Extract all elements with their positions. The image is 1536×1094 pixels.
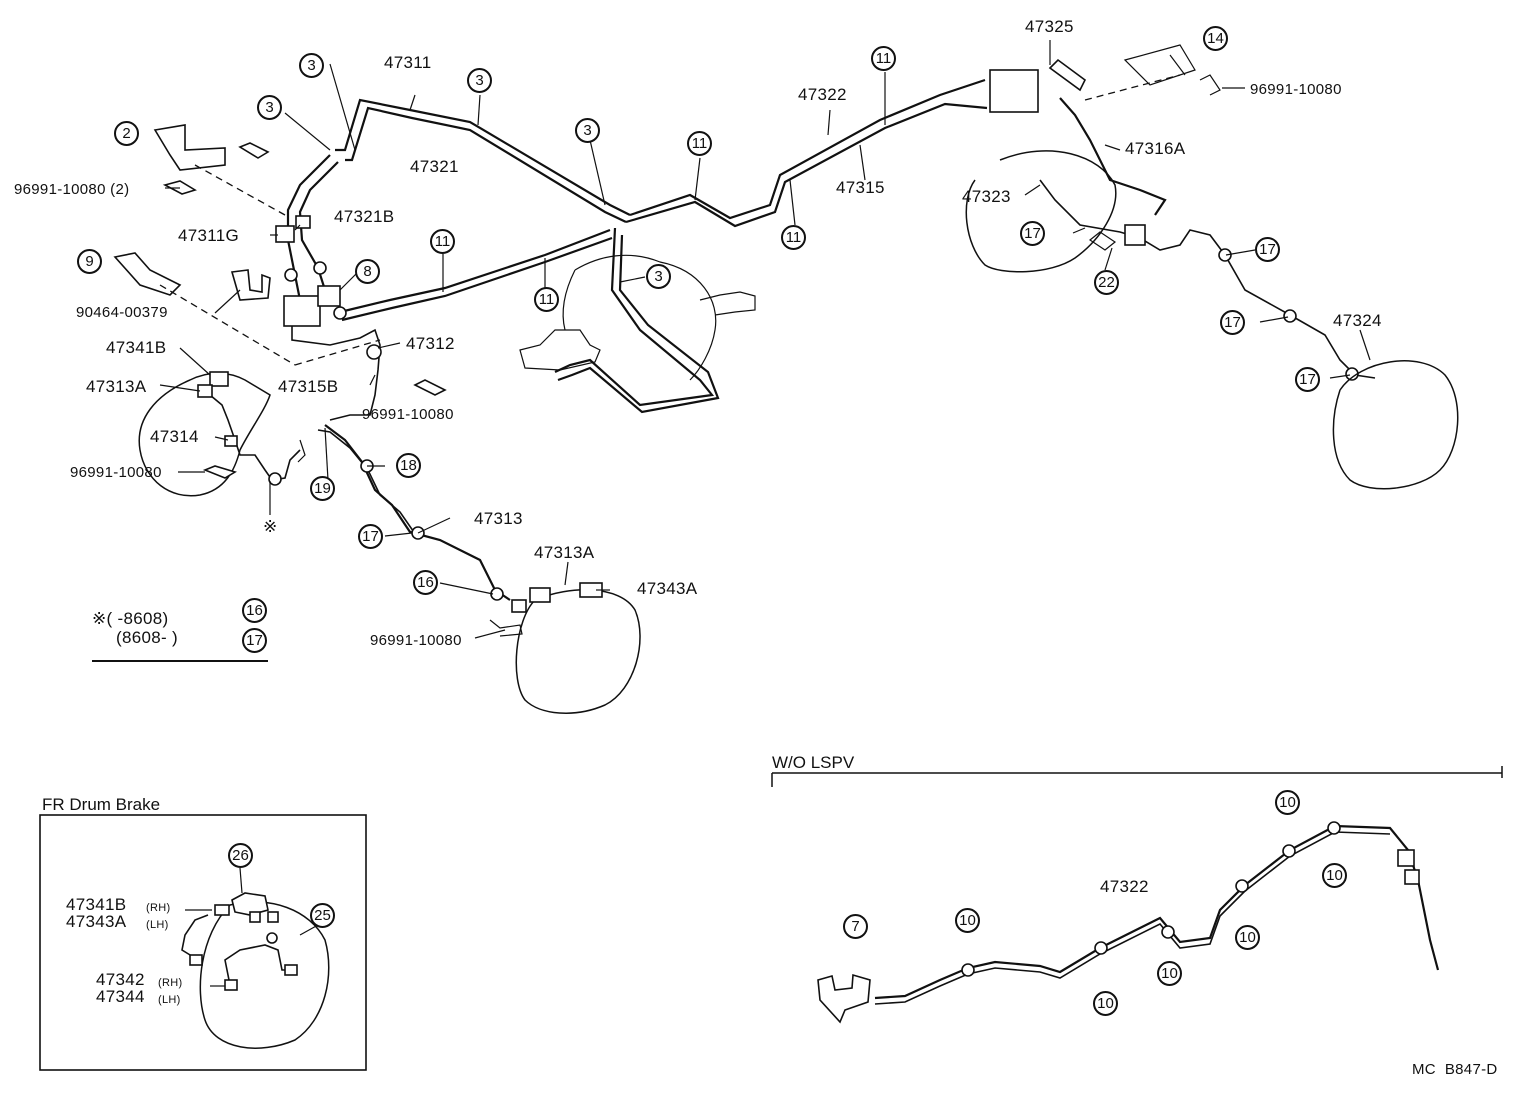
wo-lspv-callout-10-e: 10 (1275, 790, 1300, 815)
wo-lspv-callout-7: 7 (843, 914, 868, 939)
callout-3d: 3 (575, 118, 600, 143)
label-47324: 47324 (1333, 311, 1382, 330)
footnote-marker: ※ (263, 517, 278, 536)
callout-18: 18 (396, 453, 421, 478)
drum-inset-title: FR Drum Brake (42, 795, 161, 814)
callout-9: 9 (77, 249, 102, 274)
callout-19: 19 (310, 476, 335, 501)
callout-17e: 17 (1295, 367, 1320, 392)
callout-17d: 17 (1220, 310, 1245, 335)
brake-booster-outline (519, 254, 756, 381)
callout-8: 8 (355, 259, 380, 284)
callout-17b: 17 (1020, 221, 1045, 246)
brackets-and-clips (113, 124, 447, 479)
drum-label-47342-side: (RH) (158, 977, 183, 989)
front-left-brake (138, 371, 306, 497)
label-clip-b: 96991-10080 (362, 406, 454, 423)
label-clip-c: 96991-10080 (70, 464, 162, 481)
callout-16: 16 (413, 570, 438, 595)
callout-3c: 3 (467, 68, 492, 93)
rear-lspv-assembly (989, 44, 1376, 381)
figure-code: MC B847-D (1412, 1061, 1498, 1078)
drum-label-47342: 47342 (96, 970, 145, 989)
label-47323: 47323 (962, 187, 1011, 206)
drum-label-47343a-side: (LH) (146, 919, 169, 931)
label-47322: 47322 (798, 85, 847, 104)
wo-lspv-callout-10-b: 10 (1093, 991, 1118, 1016)
master-cylinder-junction (275, 215, 382, 360)
wo-lspv-bracket (771, 766, 1503, 787)
wo-lspv-title: W/O LSPV (772, 753, 855, 772)
drum-label-47341b-side: (RH) (146, 902, 171, 914)
callout-11d: 11 (430, 229, 455, 254)
rear-brake-drums (965, 150, 1459, 490)
drum-callout-25: 25 (310, 903, 335, 928)
label-47321b: 47321B (334, 207, 395, 226)
callout-14: 14 (1203, 26, 1228, 51)
label-47343a: 47343A (637, 579, 698, 598)
label-47313: 47313 (474, 509, 523, 528)
label-47315: 47315 (836, 178, 885, 197)
drum-inset-drawing (39, 814, 367, 1071)
label-47313a-left: 47313A (86, 377, 147, 396)
wo-lspv-callout-10-d: 10 (1235, 925, 1260, 950)
label-clip-d: 96991-10080 (370, 632, 462, 649)
callout-11b: 11 (871, 46, 896, 71)
label-clip-a: 96991-10080 (1250, 81, 1342, 98)
callout-11e: 11 (534, 287, 559, 312)
callout-11a: 11 (687, 131, 712, 156)
footnote-row2-range: (8608- ) (116, 628, 178, 647)
label-47315b: 47315B (278, 377, 339, 396)
drum-callout-26: 26 (228, 843, 253, 868)
footnote-row2-ref: 17 (242, 628, 267, 653)
callout-11c: 11 (781, 225, 806, 250)
label-47314: 47314 (150, 427, 199, 446)
wo-lspv-pipe (817, 821, 1440, 1024)
callout-2: 2 (114, 121, 139, 146)
label-47312: 47312 (406, 334, 455, 353)
leader-lines (159, 40, 1371, 639)
callout-17c: 17 (1255, 237, 1280, 262)
footnote-row1-range: ※( -8608) (92, 609, 169, 628)
callout-3b: 3 (257, 95, 282, 120)
label-47311g: 47311G (178, 226, 240, 245)
drum-label-47344: 47344 (96, 987, 145, 1006)
label-47316a: 47316A (1125, 139, 1186, 158)
label-47325: 47325 (1025, 17, 1074, 36)
drum-label-47341b: 47341B (66, 895, 127, 914)
main-brake-tubes (286, 78, 988, 421)
label-47311: 47311 (384, 53, 432, 72)
label-clip-2: 96991-10080 (2) (14, 181, 130, 198)
footnote-row1-ref: 16 (242, 598, 267, 623)
callout-3a: 3 (299, 53, 324, 78)
drum-label-47343a: 47343A (66, 912, 127, 931)
front-right-brake-line (317, 424, 641, 714)
drum-label-47344-side: (LH) (158, 994, 181, 1006)
label-47313a-center: 47313A (534, 543, 595, 562)
wo-lspv-callout-10-a: 10 (955, 908, 980, 933)
wo-lspv-callout-10-f: 10 (1322, 863, 1347, 888)
wo-lspv-callout-10-c: 10 (1157, 961, 1182, 986)
wo-lspv-label-47322: 47322 (1100, 877, 1149, 896)
label-47341b: 47341B (106, 338, 167, 357)
callout-3e: 3 (646, 264, 671, 289)
dashed-reference-lines (159, 74, 1181, 366)
label-47321: 47321 (410, 157, 459, 176)
callout-17a: 17 (358, 524, 383, 549)
callout-22: 22 (1094, 270, 1119, 295)
label-bolt: 90464-00379 (76, 304, 168, 321)
